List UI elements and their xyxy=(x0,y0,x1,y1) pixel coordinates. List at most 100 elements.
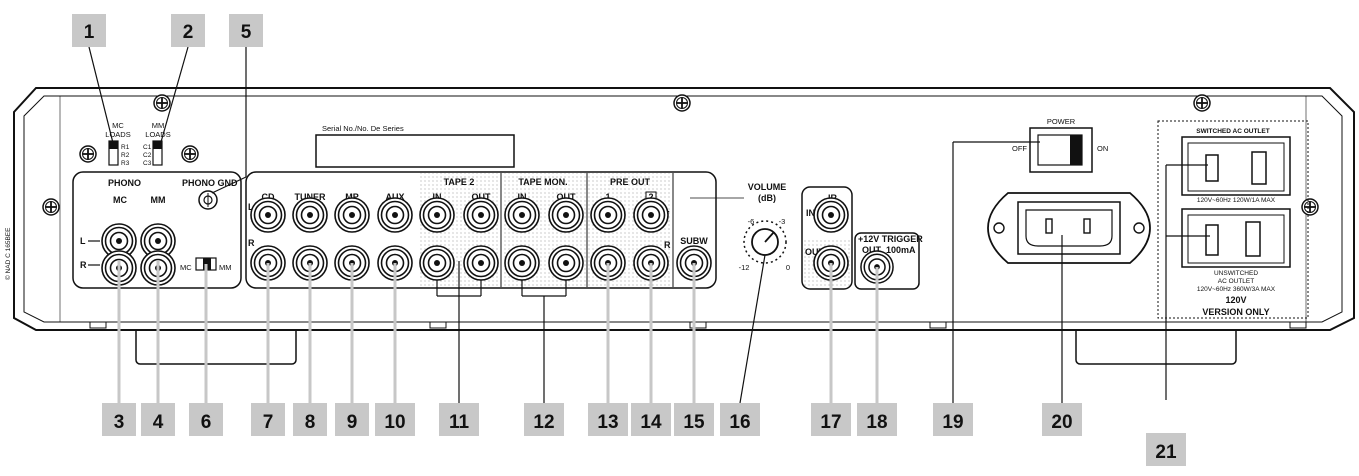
svg-text:120V~60Hz 120W/1A MAX: 120V~60Hz 120W/1A MAX xyxy=(1197,197,1276,204)
callout-number: 4 xyxy=(153,412,164,433)
svg-text:PHONO GND: PHONO GND xyxy=(182,178,238,188)
callout-number: 1 xyxy=(84,22,95,43)
grey-leaders xyxy=(117,261,879,403)
tape-mon-in-right-jack xyxy=(504,245,540,281)
svg-text:OUT: OUT xyxy=(472,192,492,202)
serial-label: Serial No./No. De Series xyxy=(322,124,404,133)
svg-text:1: 1 xyxy=(605,192,610,202)
svg-text:C2: C2 xyxy=(143,152,152,159)
callout-number: 18 xyxy=(866,412,887,433)
screw-icon xyxy=(181,145,199,163)
svg-text:OUT: OUT xyxy=(862,245,882,255)
svg-text:POWER: POWER xyxy=(1047,117,1076,126)
serial-plate xyxy=(315,134,515,168)
copyright-text: © NAD C 165BEE xyxy=(4,227,12,280)
tape2-in-right-jack xyxy=(419,245,455,281)
cd-left-jack xyxy=(250,197,286,233)
svg-text:R: R xyxy=(248,238,255,248)
svg-text:MM: MM xyxy=(219,263,232,272)
screw-icon xyxy=(42,198,60,216)
svg-text:UNSWITCHED: UNSWITCHED xyxy=(1214,270,1258,277)
callout-number: 5 xyxy=(241,22,252,43)
callout-number: 12 xyxy=(533,412,554,433)
callout-number: 13 xyxy=(597,412,618,433)
callouts-bottom: 3 4 6 7 8 9 10 11 12 13 14 15 16 17 18 1… xyxy=(102,403,1186,466)
tuner-label: TUNER xyxy=(295,192,326,202)
callouts-top: 1 2 5 xyxy=(72,14,263,47)
tape-mon-out-right-jack xyxy=(548,245,584,281)
svg-text:C1: C1 xyxy=(143,144,152,151)
svg-text:C3: C3 xyxy=(143,160,152,167)
callout-box xyxy=(72,14,106,47)
svg-text:R: R xyxy=(664,240,671,250)
svg-text:R: R xyxy=(80,260,87,270)
svg-text:120V: 120V xyxy=(1225,295,1246,305)
svg-text:OUT: OUT xyxy=(557,192,577,202)
screw-icon xyxy=(1193,94,1211,112)
svg-text:MC: MC xyxy=(113,195,127,205)
callout-number: 16 xyxy=(729,412,750,433)
screw-icon xyxy=(153,94,171,112)
svg-text:R2: R2 xyxy=(121,152,130,159)
pre-out-title: PRE OUT xyxy=(610,177,651,187)
tape-mon-out-left-jack xyxy=(548,197,584,233)
svg-text:L: L xyxy=(80,236,86,246)
tape2-out-left-jack xyxy=(463,197,499,233)
ir-in-jack xyxy=(813,197,849,233)
callout-number: 6 xyxy=(201,412,212,433)
svg-text:IN: IN xyxy=(806,208,815,218)
svg-text:OFF: OFF xyxy=(1012,144,1027,153)
volume-dial-ring xyxy=(743,220,787,264)
svg-text:LOADS: LOADS xyxy=(145,130,170,139)
svg-text:0: 0 xyxy=(786,263,790,272)
svg-text:-12: -12 xyxy=(739,263,750,272)
callout-number: 21 xyxy=(1155,442,1177,463)
aux-label: AUX xyxy=(385,192,404,202)
svg-text:AC OUTLET: AC OUTLET xyxy=(1218,278,1255,285)
volume-title: VOLUME xyxy=(748,182,787,192)
callout-number: 10 xyxy=(384,412,405,433)
callout-number: 8 xyxy=(305,412,316,433)
svg-text:-3: -3 xyxy=(779,217,786,226)
aux-left-jack xyxy=(377,197,413,233)
callout-number: 3 xyxy=(114,412,125,433)
mp-left-jack xyxy=(334,197,370,233)
svg-text:(dB): (dB) xyxy=(758,193,776,203)
pre-out-1-left-jack xyxy=(590,197,626,233)
svg-text:L: L xyxy=(248,202,254,212)
callout-number: 15 xyxy=(683,412,705,433)
screw-icon xyxy=(673,94,691,112)
leader-lines xyxy=(88,46,1210,404)
svg-text:ON: ON xyxy=(1097,144,1108,153)
callout-number: 11 xyxy=(449,412,470,433)
tape2-title: TAPE 2 xyxy=(444,177,475,187)
svg-text:MM: MM xyxy=(151,195,166,205)
screw-icon xyxy=(79,145,97,163)
svg-text:R3: R3 xyxy=(121,160,130,167)
outlet-block xyxy=(1157,120,1309,319)
screw-icon xyxy=(1301,198,1319,216)
pre-out-2-left-jack xyxy=(633,197,669,233)
tape-mon-title: TAPE MON. xyxy=(518,177,567,187)
callout-number: 7 xyxy=(263,412,274,433)
svg-text:IN: IN xyxy=(433,192,442,202)
tuner-left-jack xyxy=(292,197,328,233)
mp-label: MP xyxy=(345,192,359,202)
callout-number: 19 xyxy=(942,412,963,433)
svg-text:100mA: 100mA xyxy=(886,245,916,255)
callout-number: 14 xyxy=(640,412,662,433)
callout-number: 17 xyxy=(820,412,841,433)
svg-text:MM: MM xyxy=(152,121,165,130)
callout-number: 2 xyxy=(183,22,194,43)
svg-text:-6: -6 xyxy=(748,217,755,226)
callout-box xyxy=(229,14,263,47)
tape-mon-in-left-jack xyxy=(504,197,540,233)
subw-label: SUBW xyxy=(680,236,708,246)
tape2-in-left-jack xyxy=(419,197,455,233)
callout-box xyxy=(171,14,205,47)
callout-number: 20 xyxy=(1051,412,1072,433)
tape2-out-right-jack xyxy=(463,245,499,281)
svg-text:OUT: OUT xyxy=(805,247,825,257)
svg-text:LOADS: LOADS xyxy=(105,130,130,139)
